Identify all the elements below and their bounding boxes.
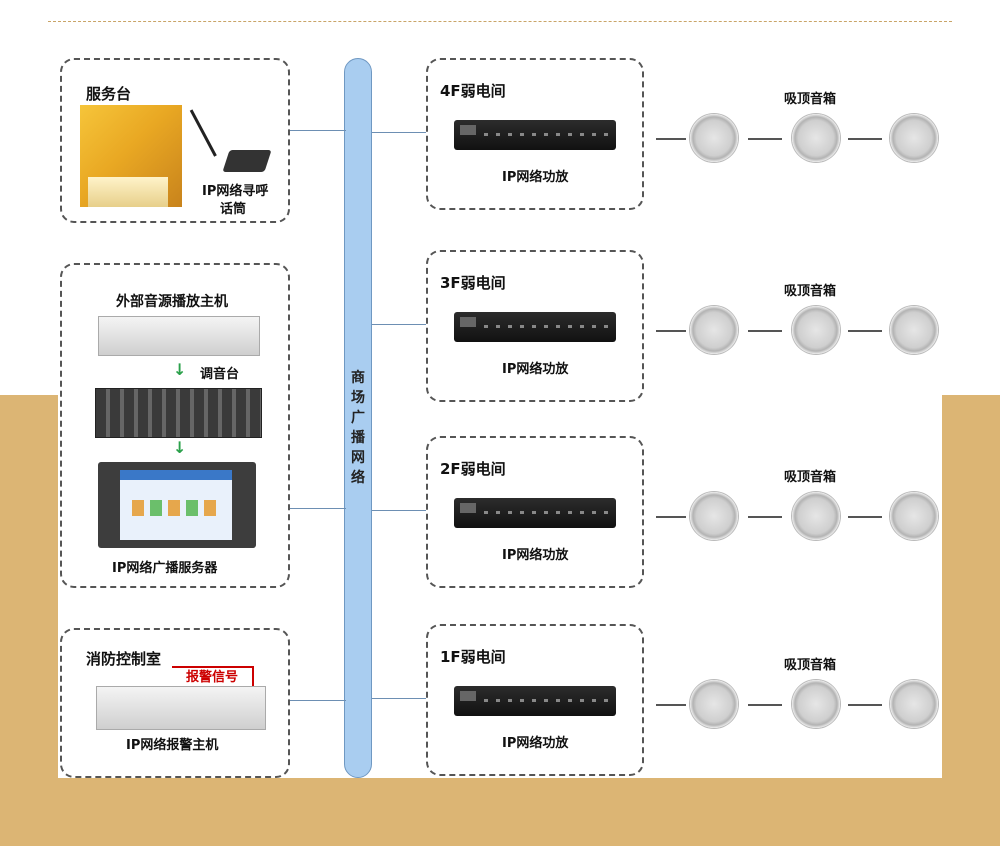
alarm-host-label: IP网络报警主机	[126, 738, 219, 753]
service-to-bus-line	[290, 130, 346, 131]
floor-2-speaker-link	[848, 516, 882, 518]
floor-3-ceiling-speaker-icon-2	[890, 680, 938, 728]
floor-3-speaker-link	[656, 704, 686, 706]
floor-2-amplifier-label: IP网络功放	[502, 548, 569, 563]
bus-char-2: 广	[351, 410, 365, 426]
floor-2-bus-line	[372, 510, 426, 511]
floor-3-speaker-link	[848, 704, 882, 706]
floor-1-speaker-label: 吸顶音箱	[784, 284, 837, 299]
floor-1-bus-line	[372, 324, 426, 325]
audio-source-host-device	[98, 316, 260, 356]
mixer-label: 调音台	[200, 367, 240, 382]
bus-char-3: 播	[351, 430, 365, 446]
floor-0-ceiling-speaker-icon-2	[890, 114, 938, 162]
floor-0-ceiling-speaker-icon-1	[792, 114, 840, 162]
floor-3-bus-line	[372, 698, 426, 699]
source-to-bus-line	[290, 508, 346, 509]
bus-char-5: 络	[351, 470, 365, 486]
broadcast-server-screen	[120, 470, 232, 540]
bus-label: 商场广播网络	[349, 368, 367, 488]
floor-1-speaker-link	[848, 330, 882, 332]
floor-1-ceiling-speaker-icon-2	[890, 306, 938, 354]
audio-source-title: 外部音源播放主机	[116, 294, 228, 310]
down-arrow-icon: ↓	[173, 438, 187, 457]
floor-3-speaker-label: 吸顶音箱	[784, 658, 837, 673]
floor-1-amplifier-label: IP网络功放	[502, 362, 569, 377]
floor-3-ceiling-speaker-icon-0	[690, 680, 738, 728]
service-desk-title: 服务台	[86, 85, 132, 103]
floor-0-speaker-link	[748, 138, 782, 140]
service-desk-photo	[80, 105, 182, 207]
floor-0-speaker-link	[656, 138, 686, 140]
alarm-host-device	[96, 686, 266, 730]
floor-1-speaker-link	[748, 330, 782, 332]
broadcast-server-label: IP网络广播服务器	[112, 561, 218, 576]
paging-mic-label-1: IP网络寻呼	[202, 184, 269, 199]
floor-2-speaker-label: 吸顶音箱	[784, 470, 837, 485]
floor-0-amplifier-label: IP网络功放	[502, 170, 569, 185]
floor-1-ceiling-speaker-icon-0	[690, 306, 738, 354]
floor-2-speaker-link	[748, 516, 782, 518]
floor-3-amplifier-label: IP网络功放	[502, 736, 569, 751]
floor-0-speaker-link	[848, 138, 882, 140]
floor-1-speaker-link	[656, 330, 686, 332]
floor-3-ceiling-speaker-icon-1	[792, 680, 840, 728]
floor-2-ceiling-speaker-icon-0	[690, 492, 738, 540]
floor-0-ceiling-speaker-icon-0	[690, 114, 738, 162]
bus-char-0: 商	[351, 370, 365, 386]
paging-mic-icon	[222, 150, 272, 172]
fire-control-title: 消防控制室	[86, 650, 162, 668]
top-dashed-rule	[48, 21, 952, 22]
mixer-device	[95, 388, 262, 438]
mall-broadcast-network-bus	[344, 58, 372, 778]
floor-2-amplifier-device	[454, 498, 616, 528]
floor-1-amplifier-device	[454, 312, 616, 342]
bus-char-1: 场	[351, 390, 365, 406]
floor-3-room-label: 1F弱电间	[440, 648, 506, 666]
floor-2-room-label: 2F弱电间	[440, 460, 506, 478]
floor-2-ceiling-speaker-icon-2	[890, 492, 938, 540]
alarm-signal-tag: 报警信号	[172, 666, 254, 688]
floor-0-speaker-label: 吸顶音箱	[784, 92, 837, 107]
down-arrow-icon: ↓	[173, 360, 187, 379]
floor-0-amplifier-device	[454, 120, 616, 150]
floor-0-room-label: 4F弱电间	[440, 82, 506, 100]
paging-mic-label-2: 话筒	[220, 202, 247, 217]
bus-char-4: 网	[351, 450, 365, 466]
floor-1-room-label: 3F弱电间	[440, 274, 506, 292]
floor-2-ceiling-speaker-icon-1	[792, 492, 840, 540]
fire-to-bus-line	[290, 700, 346, 701]
floor-3-amplifier-device	[454, 686, 616, 716]
floor-3-speaker-link	[748, 704, 782, 706]
floor-1-ceiling-speaker-icon-1	[792, 306, 840, 354]
floor-2-speaker-link	[656, 516, 686, 518]
floor-0-bus-line	[372, 132, 426, 133]
